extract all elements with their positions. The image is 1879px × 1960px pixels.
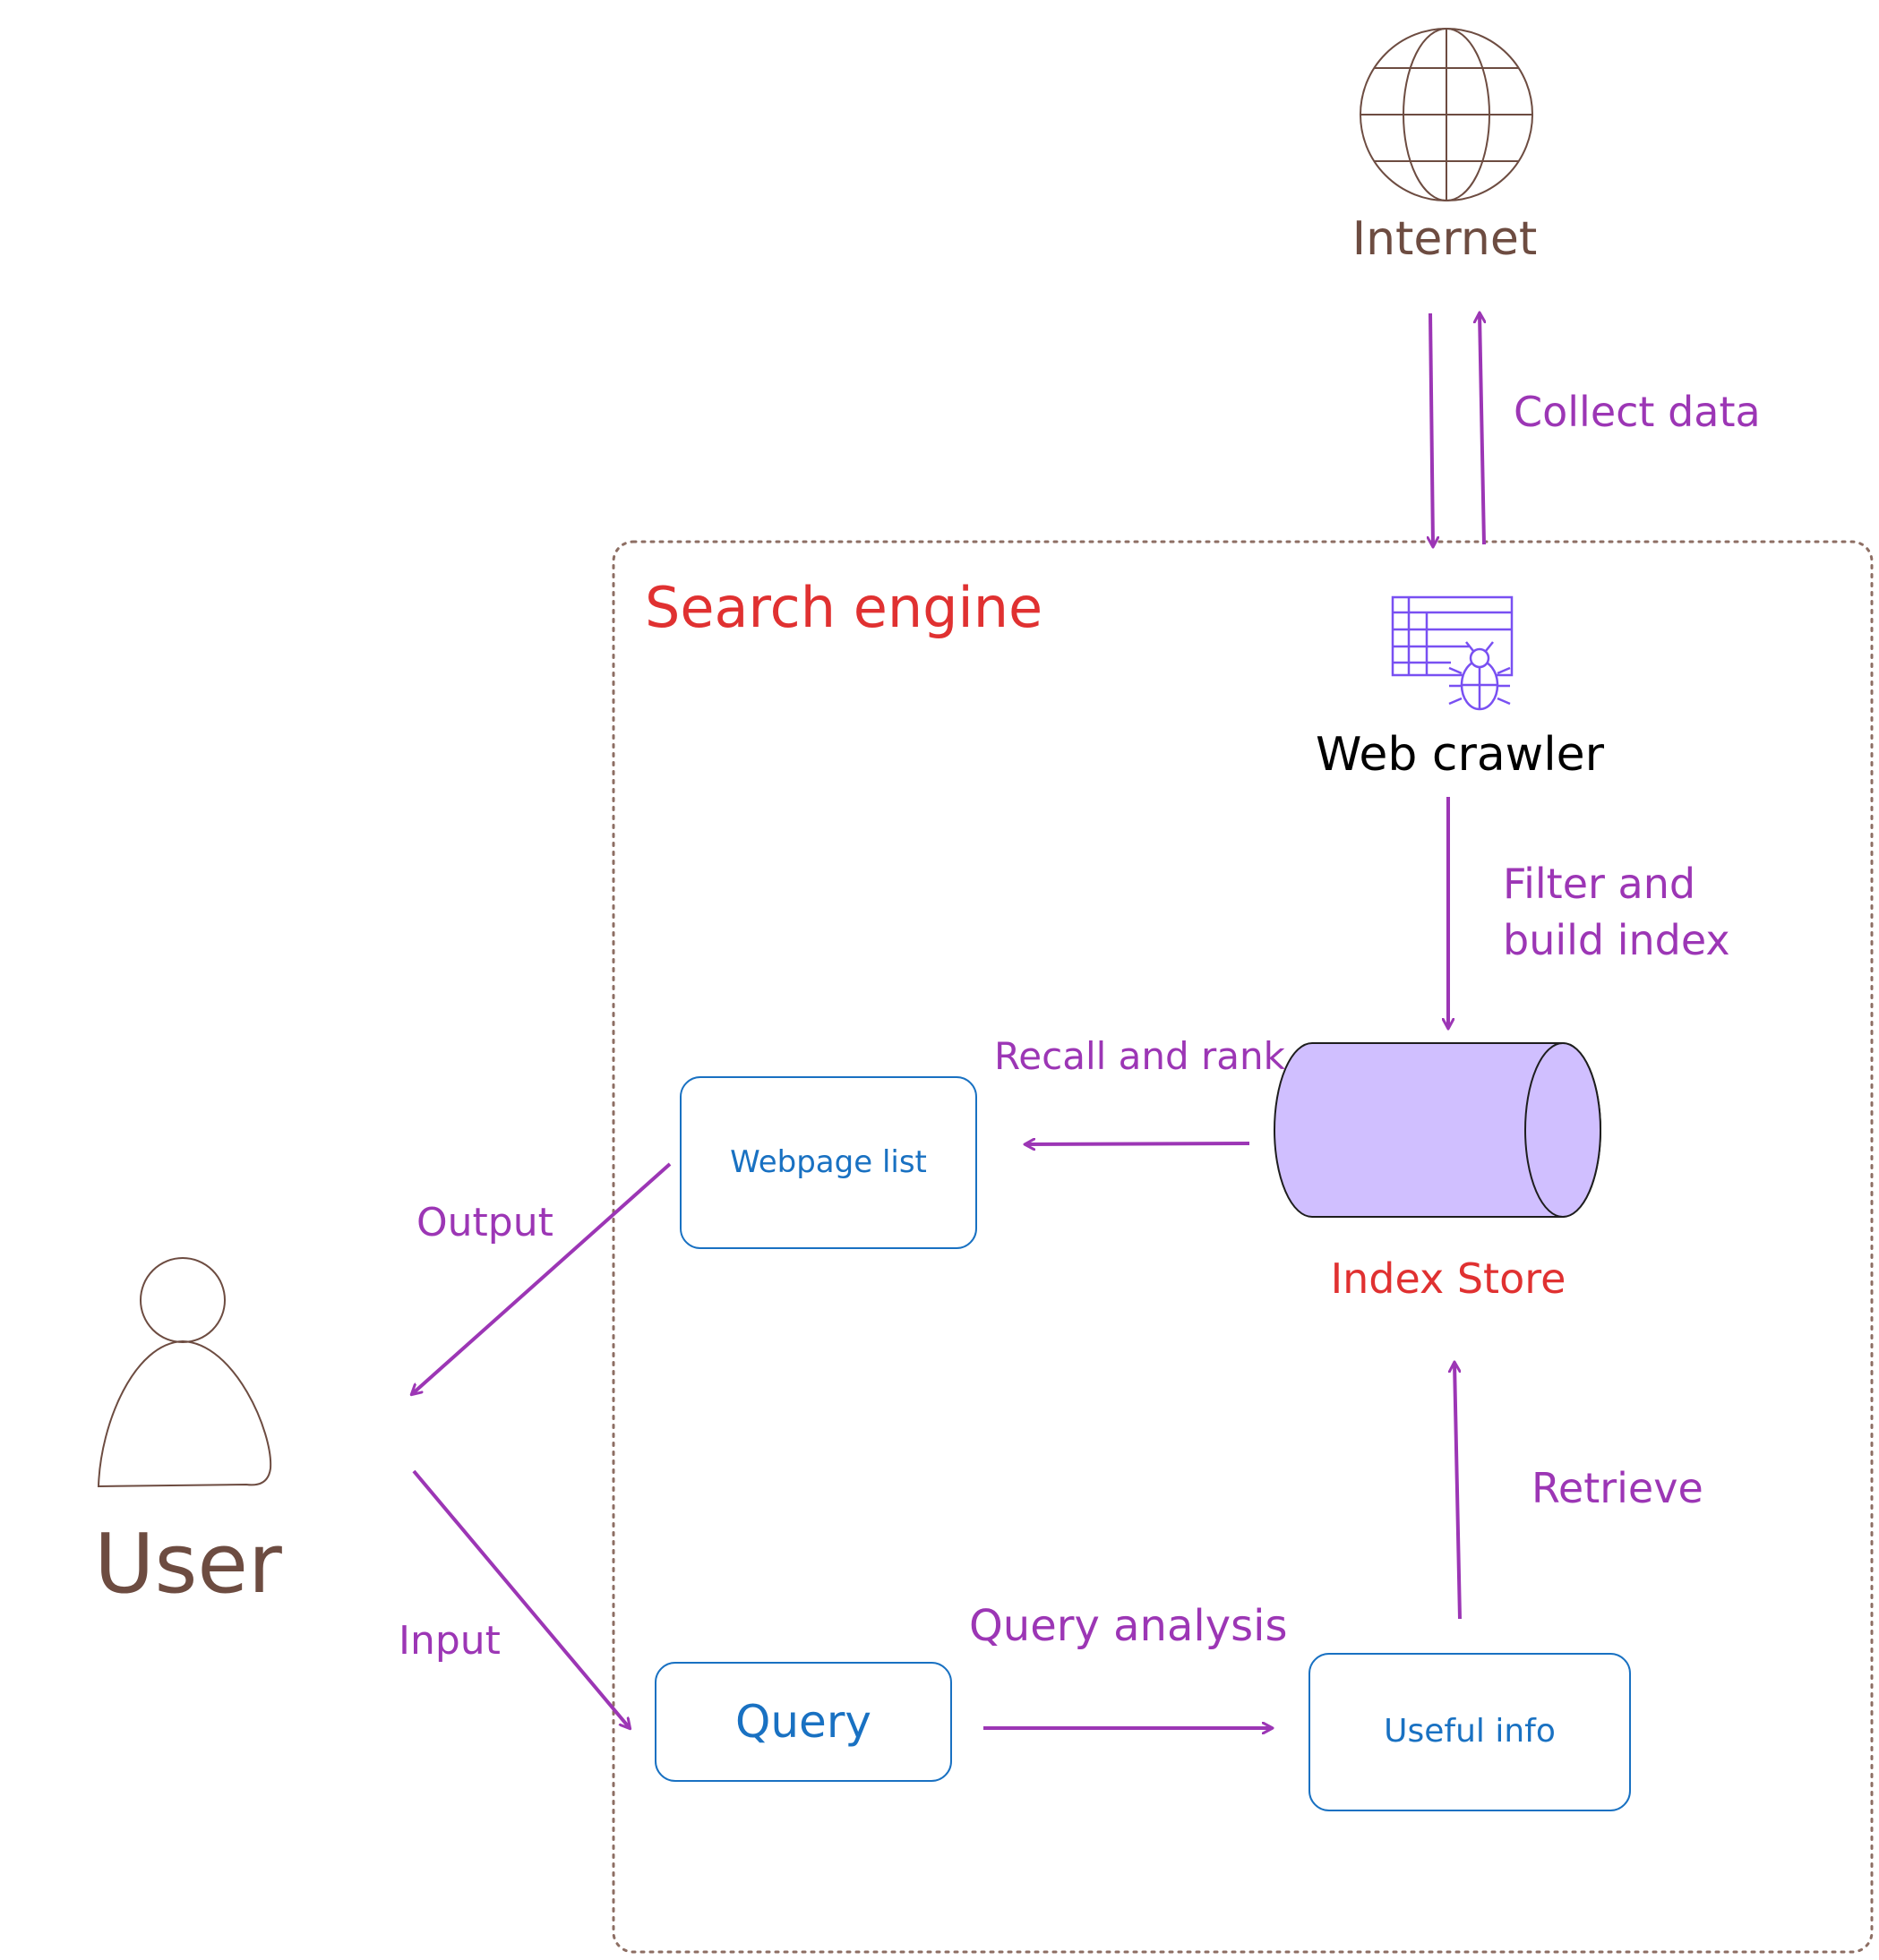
query-label: Query (735, 1696, 871, 1748)
arrow-webpage-list-to-user (412, 1162, 672, 1394)
spreadsheet-bug-icon (1391, 595, 1514, 711)
query-box (655, 1662, 952, 1782)
globe-icon (1360, 28, 1533, 201)
cylinder-icon (1274, 1042, 1601, 1218)
query-analysis-label: Query analysis (969, 1601, 1287, 1651)
output-label: Output (416, 1200, 553, 1245)
webpage-list-label: Webpage list (730, 1144, 927, 1180)
search-engine-container (612, 540, 1874, 1954)
web-crawler-label: Web crawler (1316, 728, 1605, 782)
search-engine-title: Search engine (645, 575, 1042, 640)
collect-data-label: Collect data (1514, 388, 1761, 436)
internet-label: Internet (1352, 212, 1537, 266)
person-icon (97, 1257, 272, 1488)
arrow-user-to-query (412, 1469, 630, 1728)
webpage-list-box (680, 1076, 977, 1249)
useful-info-label: Useful info (1384, 1713, 1556, 1750)
index-store-label: Index Store (1331, 1254, 1566, 1303)
retrieve-label: Retrieve (1532, 1464, 1703, 1512)
input-label: Input (399, 1618, 501, 1664)
arrow-index-to-webpage-list (1025, 1143, 1250, 1144)
arrow-useful-info-to-index (1454, 1363, 1462, 1620)
user-label: User (94, 1516, 282, 1612)
arrow-crawler-to-internet (1480, 313, 1484, 545)
arrow-internet-to-crawler (1430, 312, 1433, 546)
filter-label-line1: Filter and (1503, 860, 1695, 908)
filter-label-line2: build index (1503, 916, 1730, 964)
recall-rank-label: Recall and rank (994, 1034, 1286, 1078)
useful-info-box (1308, 1653, 1631, 1811)
